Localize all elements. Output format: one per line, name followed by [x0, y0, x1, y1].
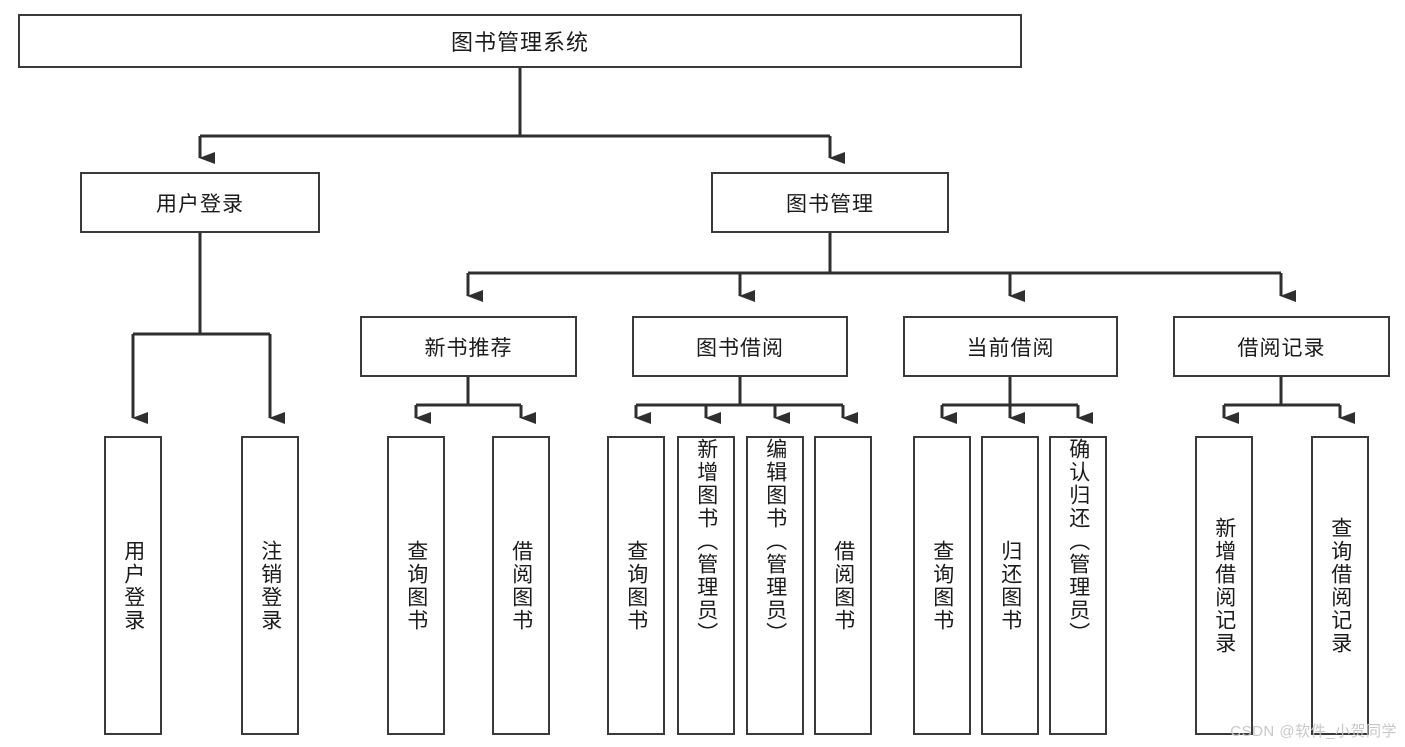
leaf-user-login-login[interactable]: 用户登录: [104, 436, 162, 735]
leaf-borrow-add-book[interactable]: 新增图书（管理员）: [677, 436, 735, 735]
node-label: 注销登录: [258, 539, 282, 632]
leaf-record-query-record[interactable]: 查询借阅记录: [1311, 436, 1369, 735]
node-label: 确认归还（管理员）: [1066, 438, 1090, 645]
node-label: 查询图书: [404, 539, 428, 632]
leaf-user-login-logout[interactable]: 注销登录: [241, 436, 299, 735]
leaf-current-query-book[interactable]: 查询图书: [913, 436, 971, 735]
node-label: 新增借阅记录: [1212, 516, 1236, 655]
leaf-recommend-query-book[interactable]: 查询图书: [387, 436, 445, 735]
node-label: 用户登录: [121, 539, 145, 632]
node-label: 图书管理系统: [450, 30, 589, 55]
node-label: 查询图书: [624, 539, 648, 632]
node-label: 借阅图书: [831, 539, 855, 632]
node-label: 编辑图书（管理员）: [763, 438, 787, 645]
leaf-borrow-query-book[interactable]: 查询图书: [607, 436, 665, 735]
node-book-management[interactable]: 图书管理: [711, 172, 949, 233]
node-label: 新增图书（管理员）: [694, 438, 718, 645]
node-label: 图书借阅: [696, 336, 784, 360]
node-user-login[interactable]: 用户登录: [80, 172, 320, 233]
node-book-borrow[interactable]: 图书借阅: [632, 316, 848, 377]
node-label: 查询图书: [930, 539, 954, 632]
node-borrow-record[interactable]: 借阅记录: [1173, 316, 1390, 377]
leaf-record-add-record[interactable]: 新增借阅记录: [1195, 436, 1253, 735]
node-current-borrow[interactable]: 当前借阅: [903, 316, 1118, 377]
leaf-current-confirm-return[interactable]: 确认归还（管理员）: [1049, 436, 1107, 735]
node-new-book-recommend[interactable]: 新书推荐: [360, 316, 577, 377]
node-label: 借阅图书: [509, 539, 533, 632]
node-label: 图书管理: [786, 192, 874, 216]
leaf-current-return-book[interactable]: 归还图书: [981, 436, 1039, 735]
node-label: 新书推荐: [424, 336, 513, 360]
leaf-recommend-borrow-book[interactable]: 借阅图书: [492, 436, 550, 735]
node-label: 查询借阅记录: [1328, 516, 1352, 655]
leaf-borrow-borrow-book[interactable]: 借阅图书: [814, 436, 872, 735]
leaf-borrow-edit-book[interactable]: 编辑图书（管理员）: [746, 436, 804, 735]
node-label: 归还图书: [998, 539, 1022, 632]
node-label: 借阅记录: [1237, 336, 1326, 360]
node-root-system[interactable]: 图书管理系统: [18, 14, 1022, 68]
node-label: 用户登录: [156, 192, 244, 216]
node-label: 当前借阅: [966, 336, 1055, 360]
